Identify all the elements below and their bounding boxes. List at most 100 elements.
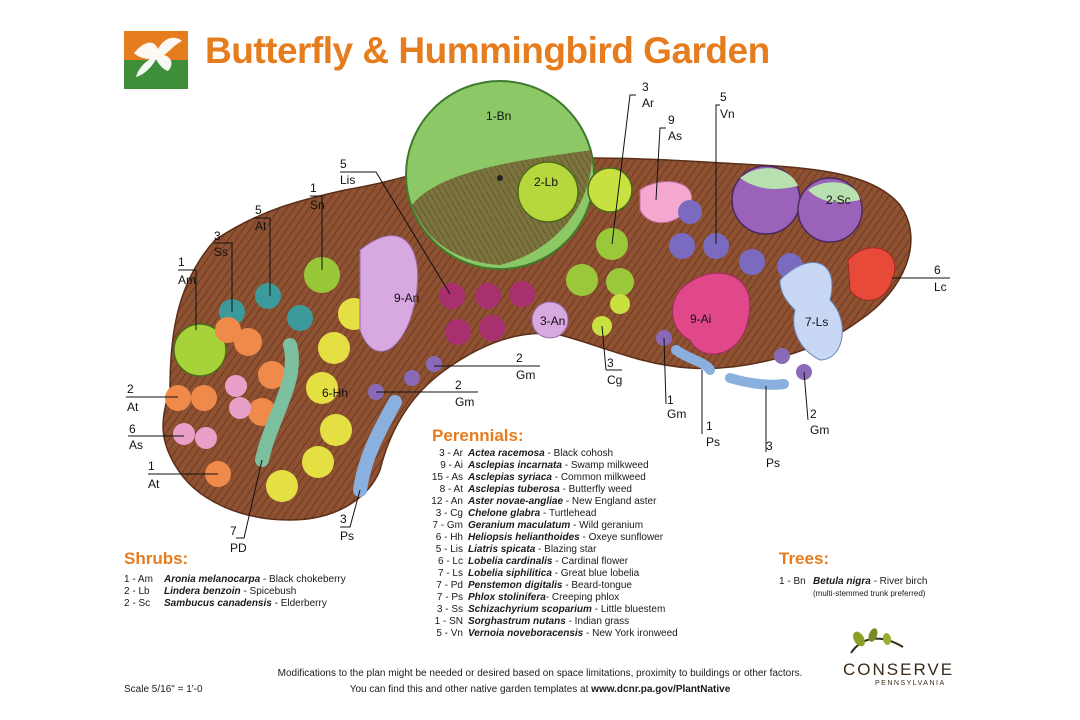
callout-count: 3	[607, 356, 614, 370]
footer-url-prefix: You can find this and other native garde…	[349, 684, 592, 695]
callout-count: 6	[934, 263, 941, 277]
plant-code: 15 - As	[431, 472, 463, 483]
plant-list-row: 3 - Cg Chelone glabra - Turtlehead	[405, 508, 678, 520]
plant-common-name: - Little bluestem	[591, 604, 666, 615]
callout-code: Ar	[642, 96, 654, 110]
callout-count: 3	[340, 512, 347, 526]
plant-scientific-name: Actea racemosa	[468, 448, 545, 459]
callout-code: Ps	[766, 456, 780, 470]
callout-count: 1	[178, 255, 185, 269]
plant-scientific-name: Geranium maculatum	[468, 520, 571, 531]
page-title: Butterfly & Hummingbird Garden	[205, 30, 770, 71]
callout-count: 5	[720, 90, 727, 104]
callout-code: PD	[230, 541, 247, 555]
plant-scientific-name: Chelone glabra	[468, 508, 541, 519]
plant-scientific-name: Asclepias syriaca	[468, 472, 552, 483]
plant-code: 7 - Gm	[432, 520, 463, 531]
callout-code: Ps	[706, 435, 720, 449]
bed-label-hh: 6-Hh	[322, 386, 348, 400]
plant-scientific-name: Liatris spicata	[468, 544, 536, 555]
plant-code: 7 - Ps	[436, 592, 463, 603]
bed-label-sc: 2-Sc	[826, 193, 851, 207]
plant-code: 2 - Lb	[124, 586, 150, 597]
callout-code: Vn	[720, 107, 735, 121]
callout-code: Gm	[810, 423, 829, 437]
plant-code: 5 - Vn	[436, 628, 463, 639]
callout-code: At	[148, 477, 160, 491]
callout-count: 2	[455, 378, 462, 392]
callout-code: As	[668, 129, 682, 143]
footer-url-line: You can find this and other native garde…	[0, 684, 1080, 695]
callout-count: 1	[667, 393, 674, 407]
plant-list-row: 1 - SN Sorghastrum nutans - Indian grass	[405, 616, 678, 628]
callout-code: Sn	[310, 198, 325, 212]
callout-code: As	[129, 438, 143, 452]
plant-scientific-name: Lobelia cardinalis	[468, 556, 553, 567]
plant-scientific-name: Vernoia noveboracensis	[468, 628, 584, 639]
callout-code: Ps	[340, 529, 354, 543]
plant-scientific-name: Heliopsis helianthoides	[468, 532, 580, 543]
chokeberry-shrub	[173, 323, 227, 377]
plant-code: 1 - Am	[124, 574, 153, 585]
bed-label-ls: 7-Ls	[805, 315, 828, 329]
callout-code: Am	[178, 273, 196, 287]
plant-scientific-name: Asclepias incarnata	[468, 460, 562, 471]
plant-scientific-name: Aster novae-angliae	[468, 496, 564, 507]
plant-common-name: - Blazing star	[535, 544, 597, 555]
plant-common-name: - Elderberry	[271, 598, 327, 609]
callout-code: Gm	[516, 368, 535, 382]
plant-scientific-name: Asclepias tuberosa	[468, 484, 560, 495]
plant-code: 5 - Lis	[435, 544, 463, 555]
plant-common-name: - Great blue lobelia	[551, 568, 640, 579]
leaf-vine-icon	[850, 628, 904, 654]
brand-name: CONSERVE	[843, 660, 955, 679]
footer-url-link[interactable]: www.dcnr.pa.gov/PlantNative	[591, 684, 731, 695]
callout-count: 2	[810, 407, 817, 421]
plant-code: 3 - Ar	[439, 448, 463, 459]
plant-list-row: 6 - Hh Heliopsis helianthoides - Oxeye su…	[405, 532, 678, 544]
callouts: 1 Am 3 Ss 5 At 1 Sn 5 Lis 3 Ar 9 As 5 Vn…	[126, 80, 950, 555]
callout-code: Gm	[667, 407, 686, 421]
plant-common-name: - River birch	[870, 576, 928, 587]
scale-note: Scale 5/16" = 1'-0	[124, 684, 203, 695]
bed-label-an-left: 9-An	[394, 291, 419, 305]
plant-scientific-name: Lobelia siphilitica	[468, 568, 552, 579]
plant-common-name: - Butterfly weed	[559, 484, 632, 495]
plant-list-row: 2 - Sc Sambucus canadensis - Elderberry	[124, 598, 346, 610]
callout-code: Gm	[455, 395, 474, 409]
plant-code: 2 - Sc	[124, 598, 151, 609]
plant-code: 6 - Hh	[435, 532, 463, 543]
callout-count: 2	[127, 382, 134, 396]
plant-common-name: - Indian grass	[565, 616, 630, 627]
trees-heading: Trees:	[779, 549, 830, 568]
bed-label-bn: 1-Bn	[486, 109, 511, 123]
plant-common-name: - Turtlehead	[540, 508, 597, 519]
callout-count: 5	[255, 203, 262, 217]
callout-count: 5	[340, 157, 347, 171]
callout-count: 1	[310, 181, 317, 195]
plant-common-name: - Wild geranium	[570, 520, 644, 531]
plant-scientific-name: Penstemon digitalis	[468, 580, 563, 591]
plant-scientific-name: Aronia melanocarpa	[164, 574, 261, 585]
callout-code: Cg	[607, 373, 622, 387]
plant-common-name: - Oxeye sunflower	[579, 532, 664, 543]
plant-code: 3 - Cg	[435, 508, 463, 519]
shrubs-heading: Shrubs:	[124, 549, 189, 568]
plant-scientific-name: Sorghastrum nutans	[468, 616, 566, 627]
plant-code: 1 - SN	[434, 616, 463, 627]
plant-code: 9 - Ai	[440, 460, 463, 471]
callout-code: Lc	[934, 280, 947, 294]
plant-scientific-name: Schizachyrium scoparium	[468, 604, 592, 615]
bed-label-lb: 2-Lb	[534, 175, 558, 189]
plant-scientific-name: Sambucus canadensis	[164, 598, 272, 609]
callout-code: Ss	[214, 245, 228, 259]
tree-note: (multi-stemmed trunk preferred)	[813, 589, 926, 598]
